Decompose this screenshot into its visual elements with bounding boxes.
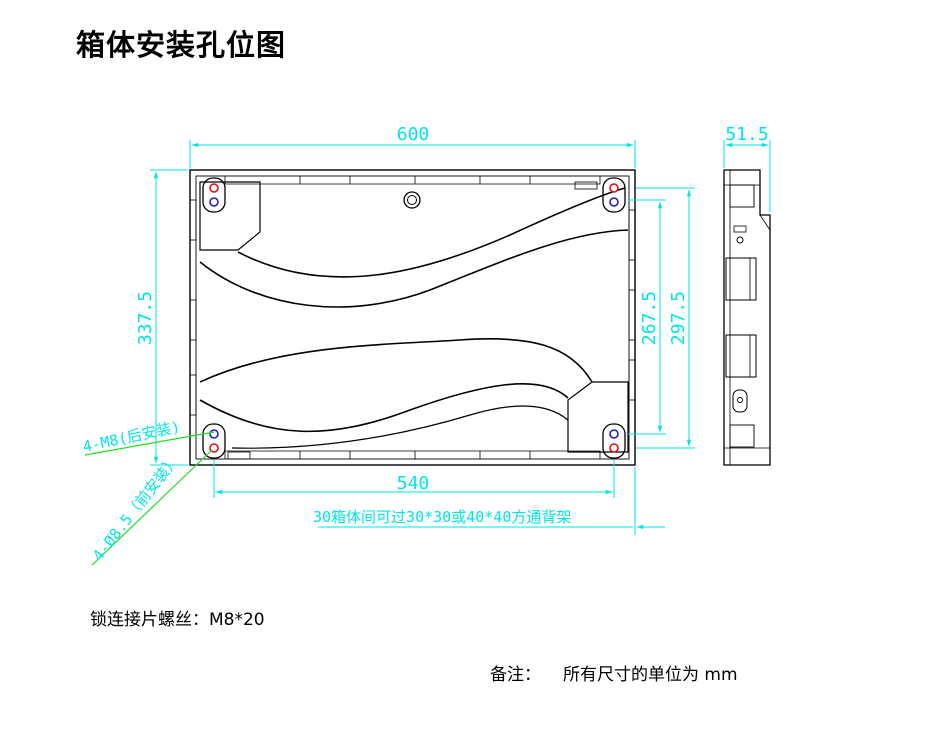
note-screw-value: M8*20 (209, 610, 265, 630)
dimension-lines (150, 140, 771, 535)
mounting-hole-bottom-left (202, 423, 226, 459)
dimension-height-mid: 297.5 (668, 291, 689, 345)
dimension-width-total: 600 (397, 124, 430, 145)
dimension-side-depth: 51.5 (725, 124, 768, 145)
mounting-hole-top-left (202, 177, 226, 213)
label-bracket-note: 30箱体间可过30*30或40*40方通背架 (313, 508, 571, 526)
mounting-hole-top-right (602, 177, 626, 213)
note-remark-text: 所有尺寸的单位为 mm (563, 665, 738, 685)
note-remark: 备注： 所有尺寸的单位为 mm (490, 660, 738, 685)
label-rear-holes: 4-M8(后安装) (81, 418, 182, 456)
mounting-holes (202, 177, 626, 459)
page-title: 箱体安装孔位图 (76, 28, 287, 62)
note-remark-label: 备注： (490, 665, 541, 685)
cabinet-front-view (189, 169, 636, 466)
leader-lines (84, 431, 215, 566)
dimension-width-holes: 540 (397, 473, 430, 494)
note-screw-label: 锁连接片螺丝： (90, 610, 209, 630)
dimension-texts: 600 51.5 337.5 267.5 297.5 540 (135, 124, 769, 494)
mounting-hole-bottom-right (602, 423, 626, 459)
label-front-holes: 4-Ø8.5（前安装） (89, 452, 183, 565)
cabinet-side-view (723, 169, 771, 466)
dimension-height-total: 337.5 (135, 291, 156, 345)
note-screw: 锁连接片螺丝：M8*20 (90, 605, 265, 630)
dimension-height-inner: 267.5 (639, 291, 660, 345)
annotation-labels: 4-M8(后安装) 4-Ø8.5（前安装） 30箱体间可过30*30或40*40… (81, 418, 571, 565)
